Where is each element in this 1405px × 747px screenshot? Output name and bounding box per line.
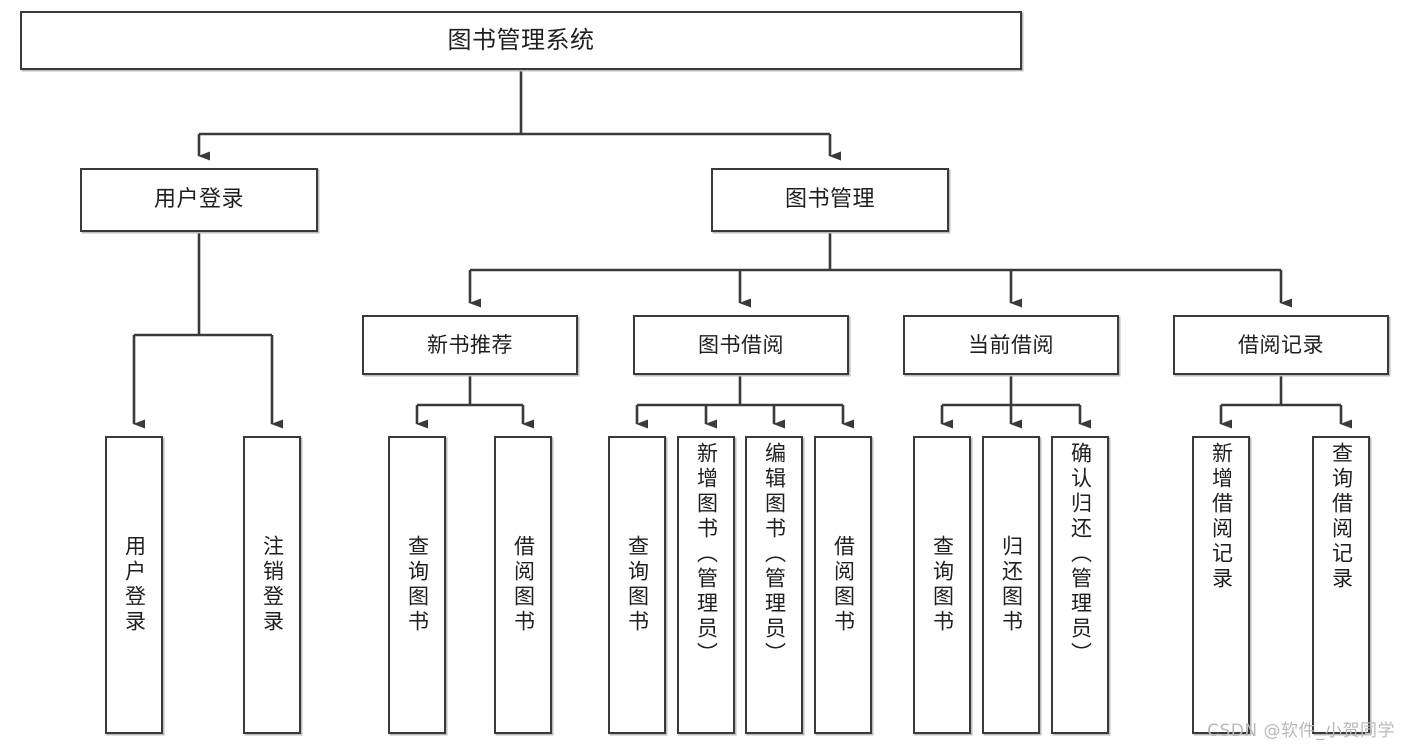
node-leaf-recommend-borrow-book[interactable]: 借阅图书: [494, 436, 552, 734]
node-leaf-query-borrow-record[interactable]: 查询借阅记录: [1312, 436, 1370, 734]
node-leaf-recommend-query-book[interactable]: 查询图书: [388, 436, 446, 734]
node-label: 图书借阅: [698, 332, 784, 357]
node-label: 借阅记录: [1238, 332, 1324, 357]
node-label: 新增借阅记录: [1209, 442, 1234, 592]
node-label: 查询图书: [625, 535, 650, 635]
node-leaf-user-logout[interactable]: 注销登录: [243, 436, 301, 734]
node-leaf-add-book-admin[interactable]: 新增图书（管理员）: [677, 436, 735, 734]
node-label: 图书管理系统: [447, 25, 595, 54]
node-book-management[interactable]: 图书管理: [711, 168, 949, 232]
node-label: 用户登录: [122, 535, 147, 635]
node-label: 查询图书: [930, 535, 955, 635]
node-user-login[interactable]: 用户登录: [80, 168, 318, 232]
node-root-book-management-system[interactable]: 图书管理系统: [20, 11, 1022, 70]
node-label: 新增图书（管理员）: [694, 442, 719, 667]
node-leaf-lend-book[interactable]: 借阅图书: [814, 436, 872, 734]
node-leaf-borrow-query-book[interactable]: 查询图书: [608, 436, 666, 734]
node-label: 用户登录: [153, 187, 244, 213]
node-leaf-return-book[interactable]: 归还图书: [982, 436, 1040, 734]
node-leaf-current-query-book[interactable]: 查询图书: [913, 436, 971, 734]
node-current-borrowing[interactable]: 当前借阅: [903, 315, 1119, 375]
node-label: 归还图书: [999, 535, 1024, 635]
node-label: 注销登录: [260, 535, 285, 635]
node-label: 查询图书: [405, 535, 430, 635]
node-book-borrowing[interactable]: 图书借阅: [633, 315, 849, 375]
node-borrowing-record[interactable]: 借阅记录: [1173, 315, 1389, 375]
node-label: 新书推荐: [427, 332, 513, 357]
node-label: 确认归还（管理员）: [1068, 442, 1093, 667]
node-leaf-user-login[interactable]: 用户登录: [105, 436, 163, 734]
node-leaf-confirm-return-admin[interactable]: 确认归还（管理员）: [1051, 436, 1109, 734]
csdn-watermark: CSDN @软件_小贺同学: [1207, 721, 1395, 741]
node-label: 编辑图书（管理员）: [762, 442, 787, 667]
node-leaf-add-borrow-record[interactable]: 新增借阅记录: [1192, 436, 1250, 734]
node-label: 当前借阅: [968, 332, 1054, 357]
node-label: 图书管理: [784, 187, 875, 213]
node-new-book-recommendation[interactable]: 新书推荐: [362, 315, 578, 375]
node-leaf-edit-book-admin[interactable]: 编辑图书（管理员）: [745, 436, 803, 734]
node-label: 查询借阅记录: [1329, 442, 1354, 592]
node-label: 借阅图书: [511, 535, 536, 635]
node-label: 借阅图书: [831, 535, 856, 635]
